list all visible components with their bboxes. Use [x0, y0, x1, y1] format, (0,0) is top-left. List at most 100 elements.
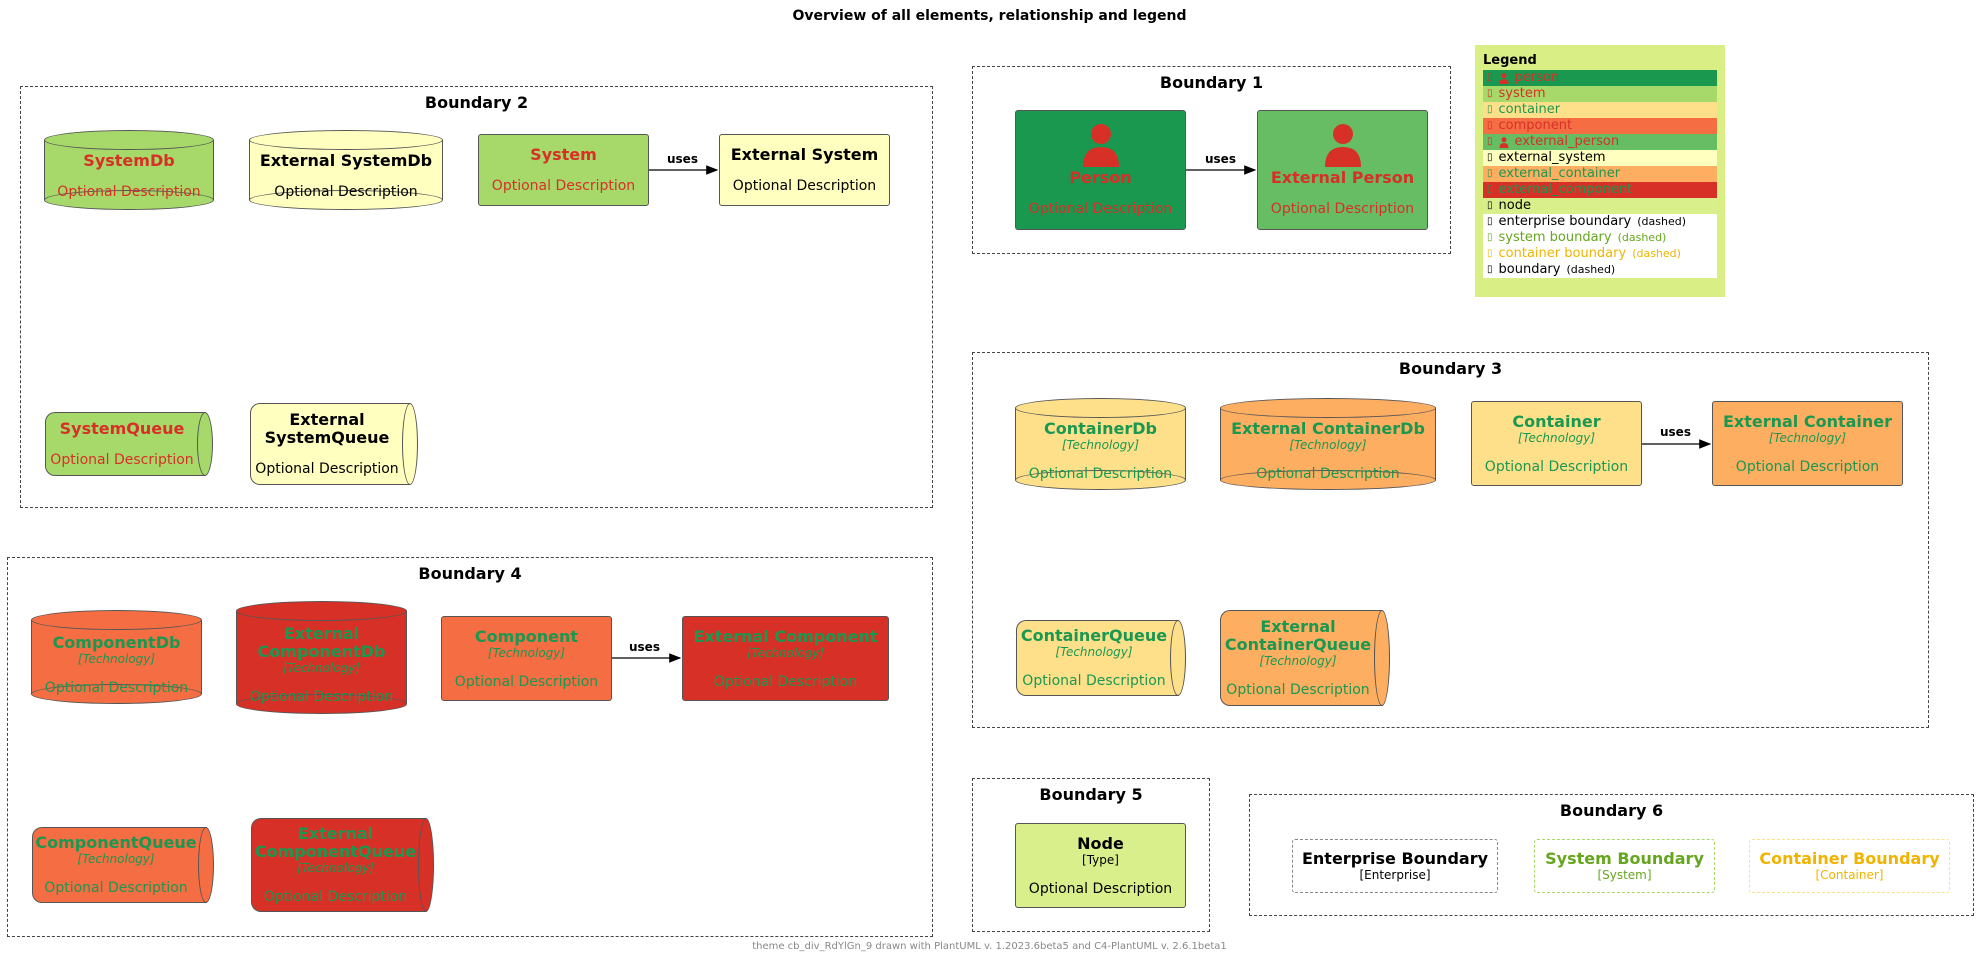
container[interactable]: Container [Technology] Optional Descript…	[1471, 401, 1642, 486]
external-system-queue-name-1: External	[289, 410, 365, 429]
system-db[interactable]: SystemDb Optional Description	[44, 130, 214, 210]
external-system[interactable]: External System Optional Description	[719, 134, 890, 206]
container-tech: [Technology]	[1517, 430, 1596, 445]
external-system-db[interactable]: External SystemDb Optional Description	[249, 130, 443, 210]
footer-credit: theme cb_div_RdYlGn_9 drawn with PlantUM…	[752, 941, 1227, 952]
external-system-db-desc: Optional Description	[274, 184, 418, 200]
enterprise-boundary-name: Enterprise Boundary	[1301, 849, 1489, 868]
container-queue[interactable]: ContainerQueue [Technology] Optional Des…	[1016, 620, 1186, 696]
legend-row: ▯container boundary(dashed)	[1483, 246, 1717, 262]
external-container-tech: [Technology]	[1768, 430, 1847, 445]
system-desc: Optional Description	[491, 178, 636, 194]
legend-row: ▯node	[1483, 198, 1717, 214]
legend-swatch-icon: ▯	[1487, 200, 1493, 211]
external-container-name: External Container	[1722, 411, 1893, 431]
legend-row: ▯external_person	[1483, 134, 1717, 150]
system-boundary-sample[interactable]: System Boundary [System]	[1534, 839, 1715, 893]
external-container-queue-name-1: External	[1260, 617, 1336, 636]
boundary-6-label: Boundary 6	[1559, 801, 1664, 820]
uses-label-container: uses	[1660, 425, 1691, 439]
external-component-queue-name-2: ComponentQueue	[254, 842, 417, 861]
legend-suffix: (dashed)	[1617, 231, 1667, 244]
system[interactable]: System Optional Description	[478, 134, 649, 206]
boundary-3: Boundary 3	[972, 352, 1929, 728]
external-component-queue-desc: Optional Description	[263, 889, 408, 905]
legend-label: external_container	[1498, 166, 1621, 181]
system-db-name: SystemDb	[83, 151, 175, 170]
component-name: Component	[474, 626, 579, 646]
external-container-db-name: External ContainerDb	[1231, 419, 1425, 438]
component-db-desc: Optional Description	[44, 680, 189, 696]
external-component-db-name-1: External	[283, 624, 360, 643]
uses-label-component: uses	[629, 640, 660, 654]
diagram-title: Overview of all elements, relationship a…	[792, 8, 1187, 24]
external-person-name: External Person	[1270, 168, 1415, 187]
container-db-tech: [Technology]	[1061, 438, 1140, 452]
component-db-name: ComponentDb	[52, 633, 181, 652]
external-component-db-desc: Optional Description	[249, 689, 394, 705]
external-component-queue[interactable]: External ComponentQueue [Technology] Opt…	[251, 818, 434, 912]
component-db-tech: [Technology]	[77, 652, 156, 666]
external-component-queue-name-1: External	[297, 824, 374, 843]
component-db[interactable]: ComponentDb [Technology] Optional Descri…	[31, 610, 202, 704]
node[interactable]: Node [Type] Optional Description	[1015, 823, 1186, 908]
legend-swatch-icon: ▯	[1487, 264, 1493, 275]
legend-label: system boundary	[1498, 230, 1612, 245]
person-desc: Optional Description	[1028, 201, 1173, 217]
external-container-queue-desc: Optional Description	[1226, 682, 1370, 698]
legend-swatch-icon: ▯	[1487, 184, 1493, 195]
system-queue[interactable]: SystemQueue Optional Description	[45, 412, 213, 476]
legend-row: ▯system	[1483, 86, 1717, 102]
container-boundary-name: Container Boundary	[1759, 849, 1940, 868]
component[interactable]: Component [Technology] Optional Descript…	[441, 616, 612, 701]
external-component-name: External Component	[693, 626, 878, 646]
external-person[interactable]: External Person Optional Description	[1257, 110, 1428, 230]
person-icon	[1081, 123, 1121, 167]
legend-row: ▯external_component	[1483, 182, 1717, 198]
boundary-1: Boundary 1	[972, 66, 1451, 254]
external-container-queue[interactable]: External ContainerQueue [Technology] Opt…	[1220, 610, 1390, 706]
uses-label-system: uses	[667, 152, 698, 166]
component-queue[interactable]: ComponentQueue [Technology] Optional Des…	[32, 827, 214, 903]
legend-label: component	[1498, 118, 1573, 133]
external-container-desc: Optional Description	[1735, 458, 1880, 475]
legend-label: container	[1498, 102, 1561, 117]
boundary-4-label: Boundary 4	[418, 564, 522, 583]
external-component[interactable]: External Component [Technology] Optional…	[682, 616, 889, 701]
boundary-3-label: Boundary 3	[1398, 359, 1503, 378]
container-boundary-sample[interactable]: Container Boundary [Container]	[1749, 839, 1950, 893]
legend-suffix: (dashed)	[1566, 263, 1616, 276]
component-queue-name: ComponentQueue	[35, 833, 197, 852]
external-container-db[interactable]: External ContainerDb [Technology] Option…	[1220, 398, 1436, 490]
external-system-queue[interactable]: External SystemQueue Optional Descriptio…	[250, 403, 418, 485]
external-person-icon	[1323, 123, 1363, 167]
legend-label: person	[1514, 70, 1560, 85]
legend-swatch-icon: ▯	[1487, 168, 1493, 179]
legend-row: ▯ external_container	[1483, 166, 1717, 182]
external-system-queue-desc: Optional Description	[255, 461, 399, 477]
external-container-queue-name-2: ContainerQueue	[1224, 635, 1372, 654]
external-component-db-name-2: ComponentDb	[257, 642, 386, 661]
boundary-4: Boundary 4	[7, 557, 933, 937]
container-queue-desc: Optional Description	[1022, 673, 1166, 689]
system-db-desc: Optional Description	[57, 184, 201, 200]
legend-swatch-icon: ▯	[1487, 88, 1493, 99]
boundary-2: Boundary 2	[20, 86, 933, 508]
system-queue-desc: Optional Description	[50, 452, 194, 468]
external-component-db[interactable]: External ComponentDb [Technology] Option…	[236, 601, 407, 714]
node-type: [Type]	[1082, 852, 1119, 867]
person[interactable]: Person Optional Description	[1015, 110, 1186, 230]
legend-swatch-icon: ▯	[1487, 248, 1493, 259]
external-container-db-tech: [Technology]	[1289, 438, 1367, 452]
container-db[interactable]: ContainerDb [Technology] Optional Descri…	[1015, 398, 1186, 490]
container-db-name: ContainerDb	[1044, 419, 1157, 438]
container-boundary-type: [Container]	[1815, 868, 1884, 882]
external-container[interactable]: External Container [Technology] Optional…	[1712, 401, 1903, 486]
enterprise-boundary-sample[interactable]: Enterprise Boundary [Enterprise]	[1292, 839, 1498, 893]
boundary-2-label: Boundary 2	[424, 93, 529, 112]
legend-row: ▯external_system	[1483, 150, 1717, 166]
container-desc: Optional Description	[1484, 458, 1629, 475]
boundary-1-label: Boundary 1	[1159, 73, 1264, 92]
legend-label: enterprise boundary	[1498, 214, 1632, 229]
